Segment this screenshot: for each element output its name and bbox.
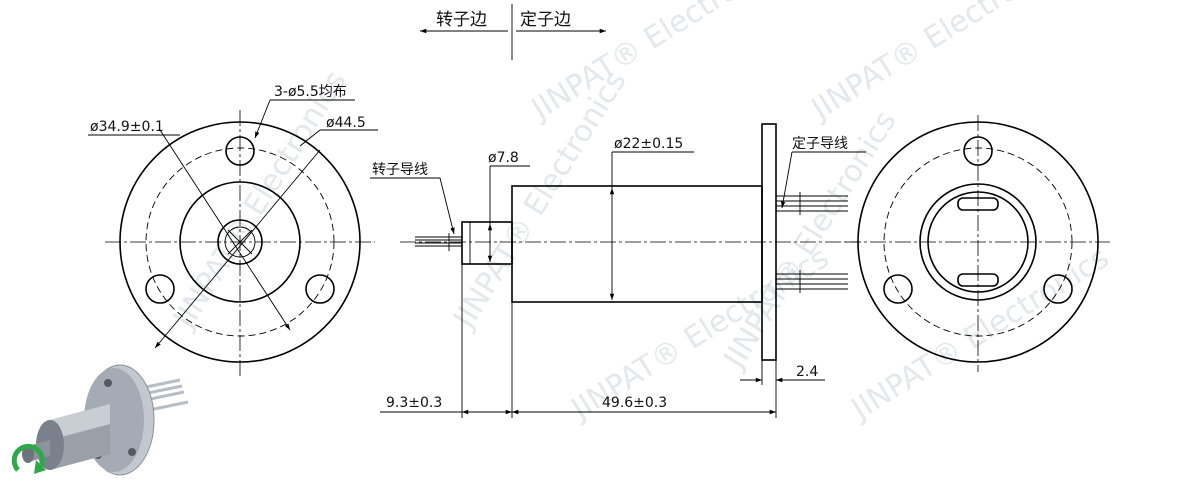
rear-body-inner xyxy=(927,191,1029,293)
rotor-leads-label: 转子导线 xyxy=(372,162,428,178)
flange xyxy=(761,123,777,361)
shaft-length-label: 9.3±0.3 xyxy=(386,395,442,411)
side-header: 转子边 定子边 xyxy=(420,4,606,60)
flange-outline xyxy=(119,121,361,363)
rear-flange-outline xyxy=(857,121,1099,363)
rear-mount-hole-top xyxy=(963,136,993,166)
rear-mount-hole-right xyxy=(1043,274,1073,304)
body-diameter-label: ø22±0.15 xyxy=(614,136,683,152)
rear-lead-slot-top xyxy=(957,197,999,211)
outer-diameter-label: ø44.5 xyxy=(326,115,366,131)
watermark-7: JINPAT® Electronics xyxy=(844,240,1115,428)
rotor-side-label: 转子边 xyxy=(436,10,487,30)
side-view: ø7.8 ø22±0.15 转子导线 定子导线 2.4 9.3±0.3 49.6… xyxy=(370,123,866,418)
bolt-circle-label: ø34.9±0.1 xyxy=(90,119,164,135)
mount-hole-left xyxy=(145,274,175,304)
mount-hole-right xyxy=(305,274,335,304)
rear-body-outer xyxy=(919,183,1037,301)
flange-thickness-label: 2.4 xyxy=(796,364,818,380)
watermark-3: JINPAT® Electronics xyxy=(166,65,354,336)
body-outline xyxy=(179,181,301,303)
watermark-2: JINPAT® Electronics xyxy=(804,0,1075,128)
rear-bolt-circle xyxy=(883,147,1073,337)
rear-mount-hole-left xyxy=(883,274,913,304)
holes-label: 3-ø5.5均布 xyxy=(274,84,347,100)
shaft-diameter-label: ø7.8 xyxy=(488,150,519,166)
front-view: 3-ø5.5均布 ø34.9±0.1 ø44.5 xyxy=(88,84,378,378)
bolt-circle xyxy=(145,147,335,337)
stator-side-label: 定子边 xyxy=(520,10,571,30)
watermarks: JINPAT® Electronics JINPAT® Electronics … xyxy=(166,0,1115,428)
product-3d-illustration xyxy=(11,364,189,476)
stator-wires xyxy=(776,192,848,293)
rear-lead-slot-bottom xyxy=(957,273,999,287)
rotor-wires xyxy=(415,233,462,251)
shaft-outline xyxy=(217,219,263,265)
stator-leads-label: 定子导线 xyxy=(792,136,848,152)
rear-view xyxy=(845,115,1110,372)
bore-outline xyxy=(224,226,256,258)
body-length-label: 49.6±0.3 xyxy=(602,395,667,411)
mount-hole-top xyxy=(225,136,255,166)
